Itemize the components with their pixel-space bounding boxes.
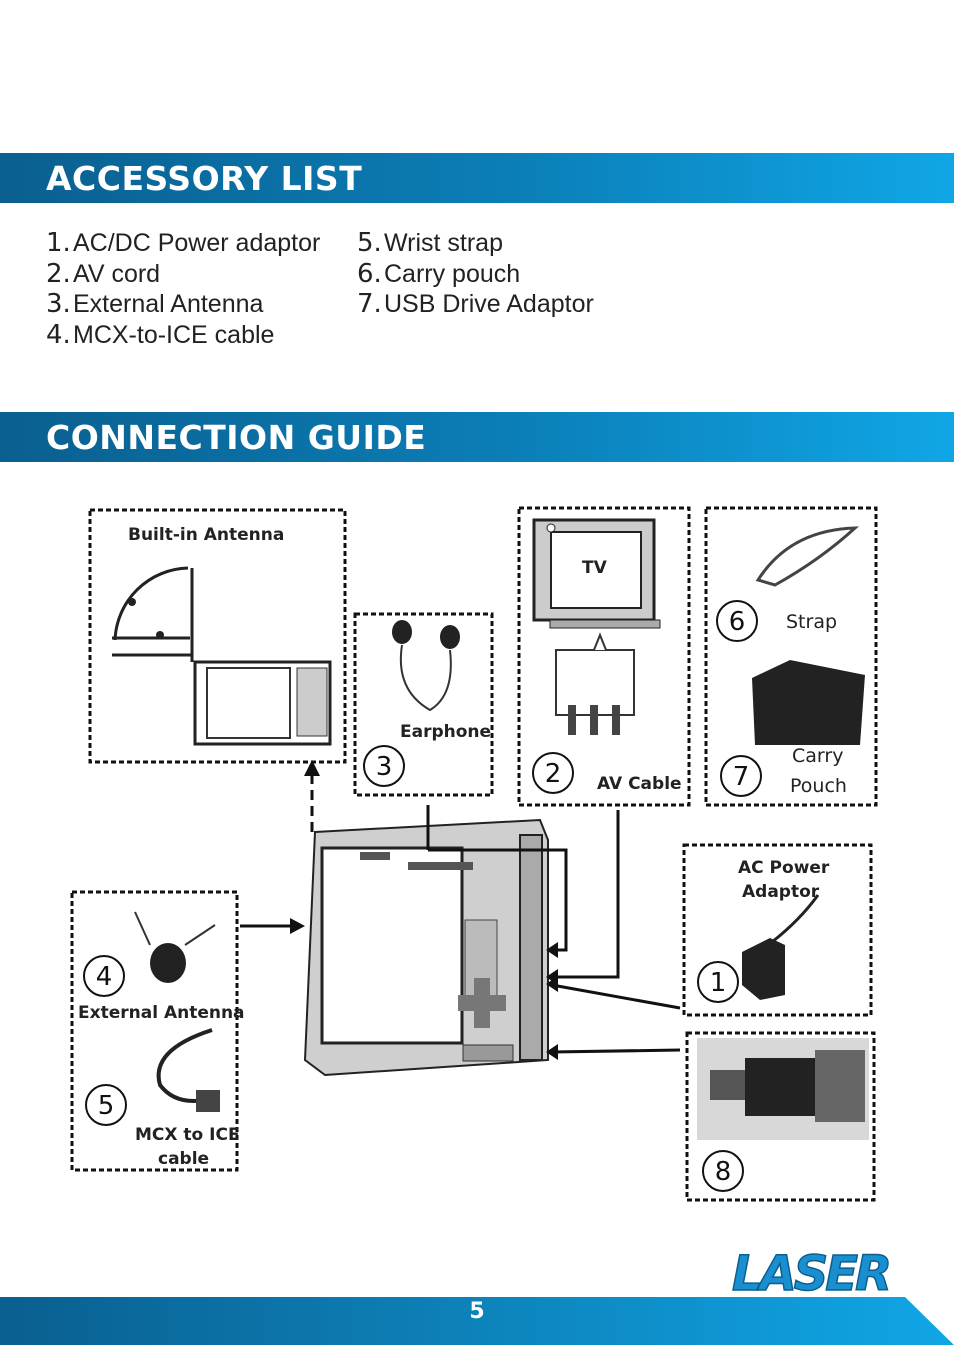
strap-pouch-box [704,506,878,807]
logo-text: LASER [732,1246,889,1302]
list-item: 1.AC/DC Power adaptor [46,228,321,258]
adaptor-label: Adaptor [742,882,820,902]
av-cable-box [517,506,691,807]
label-7: 7 [733,762,750,792]
connection-diagram: 1 2 3 4 5 6 7 8 Built-in Antenna Earphon… [70,506,878,1202]
accessory-list-title: ACCESSORY LIST [46,159,363,198]
label-8: 8 [715,1157,732,1187]
mcx-cable-label: cable [158,1149,209,1169]
av-cable-label: AV Cable [597,774,682,794]
accessory-list-banner: ACCESSORY LIST [0,153,954,203]
tv-label: TV [582,558,608,578]
earphone-box [353,612,494,797]
builtin-antenna-illustration [112,566,332,746]
list-item: 6.Carry pouch [357,258,521,289]
label-4: 4 [96,962,113,992]
builtin-antenna-label: Built-in Antenna [128,525,284,545]
main-device [303,818,549,1077]
pouch-label: Pouch [790,775,847,797]
ac-adaptor-box [682,843,873,1017]
list-item: 2.AV cord [46,258,161,289]
label-5: 5 [98,1091,115,1121]
footer-bar [0,1297,954,1345]
ac-adaptor-illustration [742,894,820,1000]
builtin-antenna-box [88,508,347,764]
mcx-label: MCX to ICE [135,1125,240,1145]
earphone-label: Earphone [400,722,491,742]
label-3: 3 [376,752,393,782]
usb-adaptor-box [685,1031,876,1202]
strap-illustration [755,526,860,587]
page-number: 5 [469,1299,485,1324]
usb-adaptor-illustration [697,1038,869,1140]
mcx-cable-illustration [156,1028,220,1112]
laser-logo: LASER [731,1245,893,1302]
connection-guide-banner: CONNECTION GUIDE [0,412,954,462]
accessory-list-col1: 1.AC/DC Power adaptor 2.AV cord 3.Extern… [46,228,320,350]
connection-guide-title: CONNECTION GUIDE [46,418,427,457]
external-antenna-label: External Antenna [78,1003,245,1023]
strap-label: Strap [786,611,837,633]
tv-illustration [532,518,661,735]
label-2: 2 [545,759,562,789]
accessory-list-col2: 5.Wrist strap 6.Carry pouch 7.USB Drive … [357,228,594,320]
earphone-illustration [392,620,460,712]
pouch-illustration [752,660,865,745]
label-1: 1 [710,968,727,998]
ac-power-label: AC Power [738,858,830,878]
list-item: 3.External Antenna [46,289,264,319]
list-item: 4.MCX-to-ICE cable [46,319,275,350]
external-antenna-box [70,890,239,1172]
carry-label: Carry [792,745,843,767]
list-item: 7.USB Drive Adaptor [357,289,594,319]
list-item: 5.Wrist strap [357,228,503,258]
external-antenna-illustration [134,911,216,983]
label-6: 6 [729,607,746,637]
